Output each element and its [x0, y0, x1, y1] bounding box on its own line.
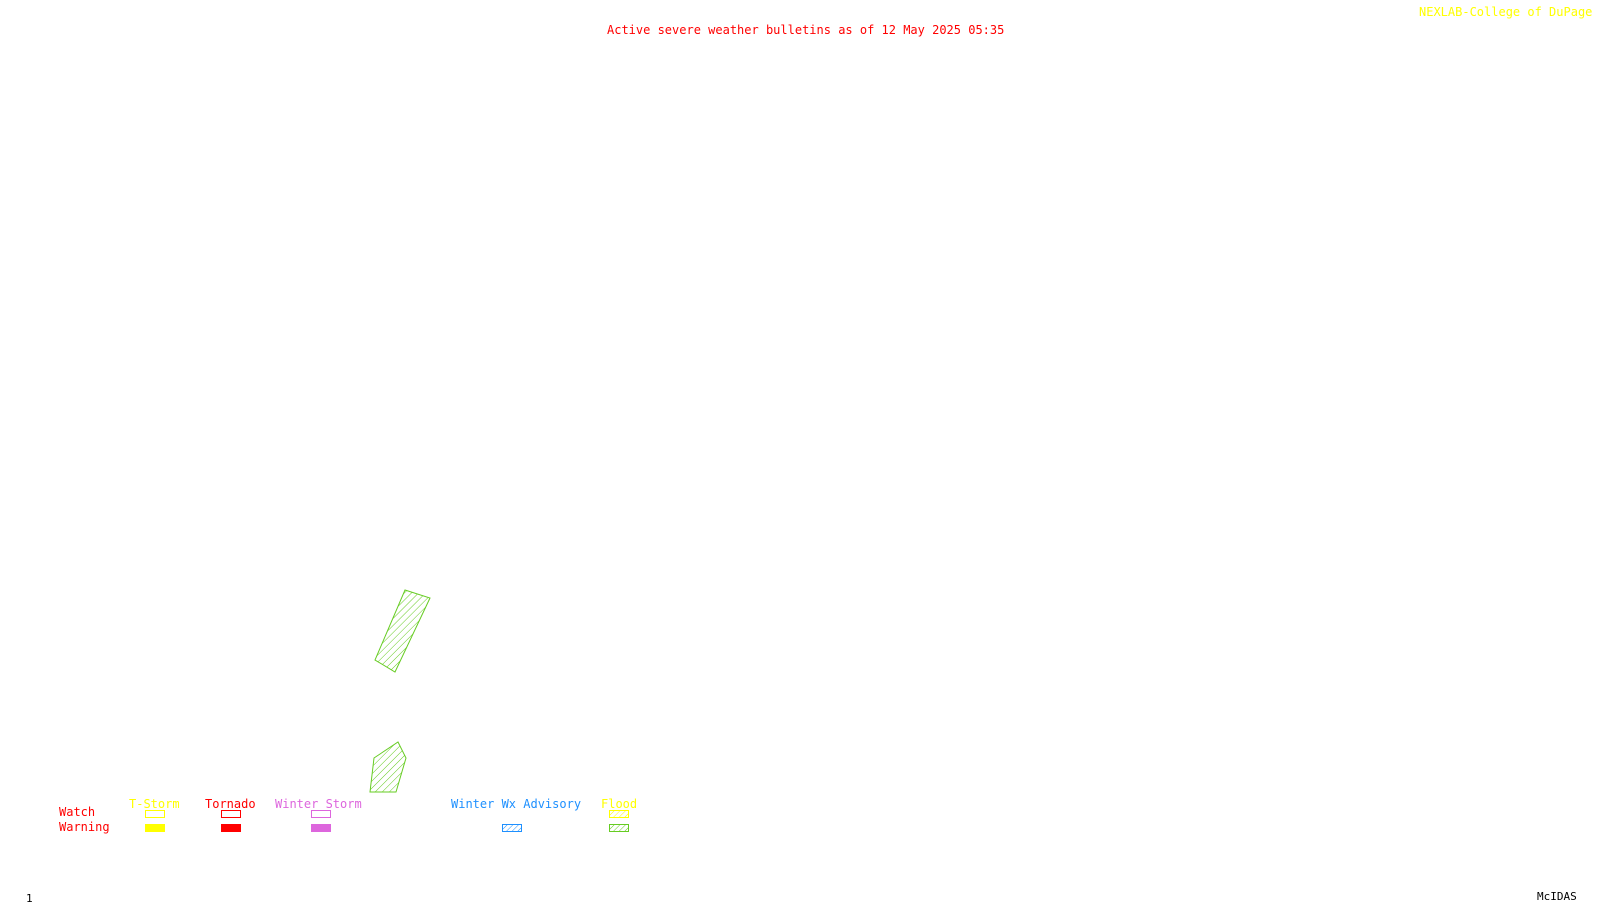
legend-row-label-watch: Watch [59, 805, 96, 819]
software-label: McIDAS [1537, 890, 1577, 903]
legend-swatch-winter-storm-warning [311, 824, 331, 832]
frame-number: 1 [26, 892, 33, 905]
legend-label-tstorm: T-Storm [129, 797, 180, 811]
legend-label-winter-storm: Winter Storm [275, 797, 362, 811]
legend-swatch-tstorm-warning [145, 824, 165, 832]
legend-swatch-tornado-warning [221, 824, 241, 832]
legend-swatch-flood-warning [609, 824, 629, 832]
legend-label-tornado: Tornado [205, 797, 256, 811]
legend-swatch-winter-storm-watch [311, 810, 331, 818]
legend-row-label-warning: Warning [59, 820, 110, 834]
flood-warning-polygon-1 [374, 589, 431, 673]
flood-warning-polygon-2 [369, 741, 407, 793]
bulletin-title: Active severe weather bulletins as of 12… [607, 23, 1005, 37]
legend-swatch-flood-watch [609, 810, 629, 818]
legend-label-flood: Flood [601, 797, 638, 811]
legend-swatch-tornado-watch [221, 810, 241, 818]
source-label: NEXLAB-College of DuPage R [1419, 5, 1600, 19]
legend-label-winter-wx-advisory: Winter Wx Advisory [451, 797, 582, 811]
legend-swatch-tstorm-watch [145, 810, 165, 818]
legend-swatch-winter-wx-advisory [502, 824, 522, 832]
